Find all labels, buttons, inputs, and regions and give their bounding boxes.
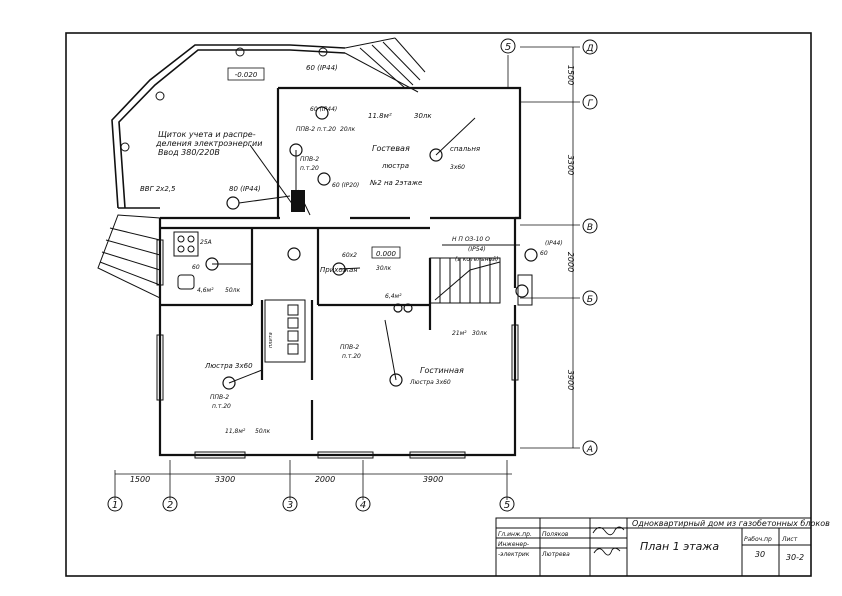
ppv-label: п.т.20	[342, 353, 361, 360]
heater-label: Н П ОЗ-10 О	[452, 236, 490, 243]
lux-label: 20лк	[340, 126, 355, 133]
heater-label: (IP54)	[468, 246, 486, 253]
distribution-panel	[291, 190, 305, 212]
room-sub: люстра	[381, 162, 409, 170]
axis-label: В	[587, 223, 593, 233]
stove-label: плита	[268, 332, 274, 348]
lux-label: 50лк	[255, 428, 270, 435]
name-label: Поляков	[542, 531, 569, 538]
lamp-label: 60 (IP44)	[306, 64, 338, 72]
lamp-label: Люстра 3х60	[409, 379, 451, 386]
panel-label: Щиток учета и распре-	[158, 130, 256, 139]
axis-markers	[107, 38, 598, 512]
area-label: 4,6м²	[197, 287, 214, 294]
lamp-label: 3х60	[450, 164, 465, 171]
ppv-label: ППВ-2	[210, 394, 229, 401]
side-stairs	[97, 214, 161, 299]
ceiling-lamps	[205, 106, 538, 390]
level-outdoor: -0.020	[235, 71, 258, 79]
panel-label: деления электроэнергии	[155, 139, 262, 148]
room-name: Прихожая	[320, 266, 358, 274]
dimension: 2000	[566, 252, 575, 272]
ppv-label: ППВ-2	[300, 156, 319, 163]
bay-window	[111, 44, 346, 209]
kitchen-hob	[173, 231, 199, 290]
axis-label: 3	[287, 500, 293, 511]
dimension: 3300	[215, 475, 235, 484]
stage-value: 30	[755, 550, 765, 559]
room-note: №2 на 2этаже	[369, 179, 422, 187]
lamp-label: (IP44)	[545, 240, 563, 247]
name-label: Лютрева	[541, 551, 570, 558]
lux-label: 50лк	[225, 287, 240, 294]
dimension: 3900	[423, 475, 443, 484]
heater-label: (в котельной)	[455, 256, 498, 263]
ppv-label: ППВ-2 п.т.20	[296, 126, 336, 133]
lamp-label: 60 (IP20)	[332, 182, 359, 189]
drawing-frame	[65, 32, 812, 577]
fuse-label: 25А	[200, 239, 212, 246]
dimension: 1500	[566, 65, 575, 85]
dimension: 3900	[566, 370, 575, 390]
panel-label: Ввод 380/220В	[158, 148, 220, 157]
sheet-title: План 1 этажа	[640, 540, 719, 553]
axis-label: А	[586, 445, 593, 455]
axis-label: Д	[585, 44, 593, 54]
dimension: 3300	[566, 155, 575, 175]
lamp-label: 60	[540, 250, 548, 257]
lux-label: 30лк	[472, 330, 487, 337]
room-annotations: Щиток учета и распре- деления электроэне…	[140, 64, 563, 435]
role-label: Инженер-	[498, 541, 529, 548]
axis-label: 4	[360, 500, 366, 511]
signatures	[592, 526, 625, 556]
area-label: 6,4м²	[385, 293, 402, 300]
lamp-label: 60х2	[342, 252, 357, 259]
ppv-label: ППВ-2	[340, 344, 359, 351]
role-label: Гл.инж.пр.	[498, 531, 532, 538]
level-floor: 0.000	[376, 250, 397, 258]
lamp-label: 60	[192, 264, 200, 271]
area-label: 11,8м²	[225, 428, 246, 435]
windows	[156, 239, 533, 459]
lux-label: 30лк	[414, 112, 432, 120]
lamp-label: 60 (IP44)	[310, 106, 337, 113]
level-box	[227, 67, 265, 81]
role-label: -электрик	[498, 551, 530, 558]
sheet-label: Лист	[781, 536, 798, 543]
area-label: 21м²	[452, 330, 467, 337]
cable-label: ВВГ 2х2,5	[140, 185, 176, 193]
room-name: Гостевая	[372, 144, 410, 153]
entrance-stairs	[344, 37, 426, 93]
room-name: спальня	[450, 145, 480, 153]
axis-label: Б	[587, 295, 593, 305]
ppv-label: п.т.20	[212, 403, 231, 410]
axis-label: 5	[504, 500, 510, 511]
project-title: Одноквартирный дом из газобетонных блоко…	[632, 519, 830, 528]
area-label: 11.8м²	[368, 112, 392, 120]
sheet-value: 30-2	[786, 553, 804, 562]
dimension: 1500	[130, 475, 150, 484]
lamp-label: Люстра 3х60	[204, 362, 253, 370]
axis-label: Г	[587, 99, 593, 109]
walls	[158, 86, 522, 457]
stage-label: Рабоч.пр	[744, 536, 772, 543]
title-block	[495, 517, 812, 577]
bay-lamps	[120, 47, 328, 152]
lux-label: 30лк	[376, 265, 391, 272]
lamp-label: 80 (IP44)	[229, 185, 261, 193]
grid-axes	[114, 46, 580, 500]
interior-staircase	[429, 257, 501, 304]
room-name: Гостинная	[420, 366, 464, 375]
ppv-label: п.т.20	[300, 165, 319, 172]
dimension: 2000	[315, 475, 335, 484]
axis-label: 1	[112, 500, 118, 511]
axis-label: 2	[167, 500, 173, 511]
stove	[264, 299, 306, 363]
level-box	[371, 246, 401, 259]
axis-label: 5	[505, 42, 511, 53]
